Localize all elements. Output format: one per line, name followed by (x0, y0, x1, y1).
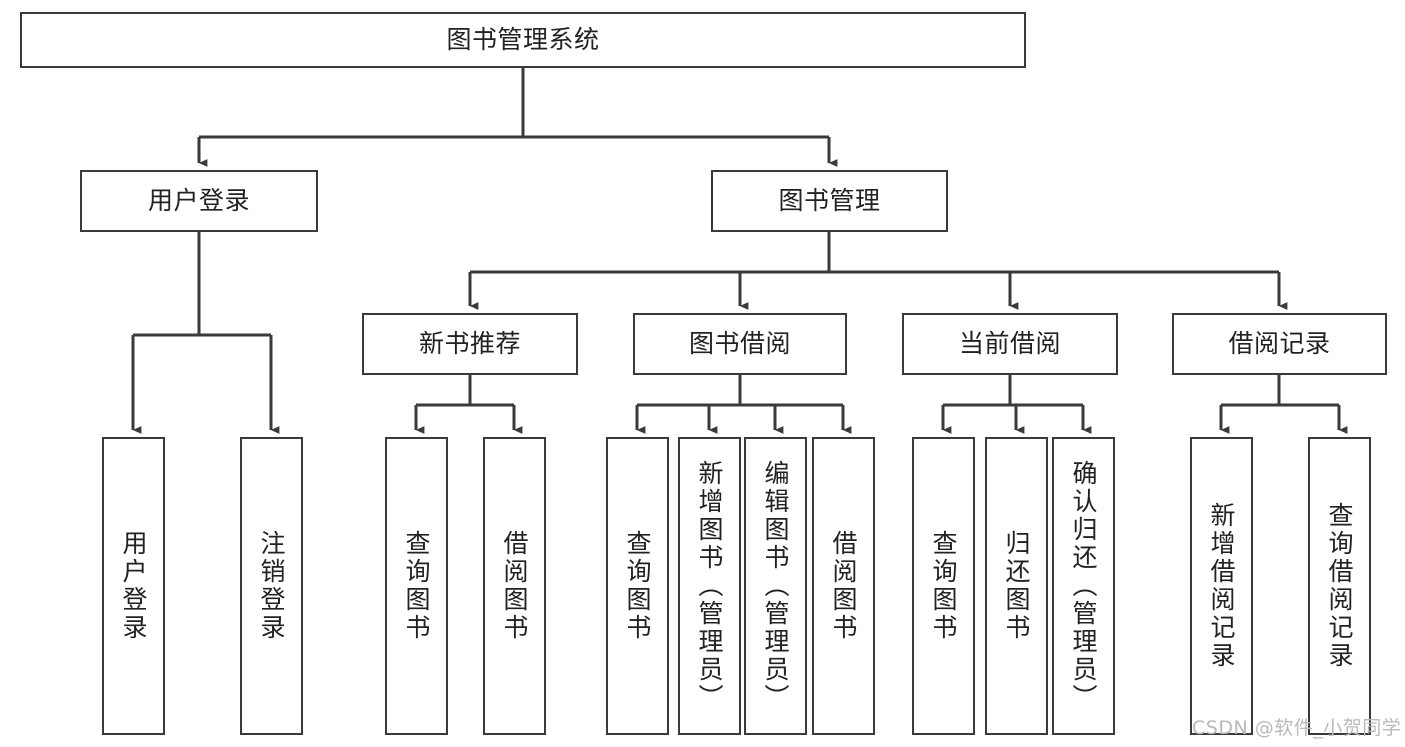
leaf-node-label: 查询图书 (929, 530, 958, 642)
node-new-book-recommend-label: 新书推荐 (418, 329, 521, 359)
leaf-node[interactable]: 编辑图书（管理员） (744, 437, 807, 735)
leaf-node[interactable]: 新增借阅记录 (1190, 437, 1253, 735)
leaf-node[interactable]: 借阅图书 (483, 437, 546, 735)
leaf-node-label: 借阅图书 (500, 530, 529, 642)
leaf-node-label: 注销登录 (257, 530, 286, 642)
csdn-watermark: CSDN @软件_小贺同学 (1192, 717, 1402, 739)
leaf-node-label: 归还图书 (1002, 530, 1031, 642)
node-user-login[interactable]: 用户登录 (80, 170, 318, 232)
leaf-node-label: 新增借阅记录 (1207, 502, 1236, 670)
node-user-login-label: 用户登录 (147, 186, 250, 216)
leaf-node-label: 新增图书（管理员） (695, 460, 724, 712)
leaf-node[interactable]: 查询图书 (385, 437, 448, 735)
node-book-management[interactable]: 图书管理 (711, 170, 948, 232)
leaf-node-label: 查询借阅记录 (1325, 502, 1354, 670)
leaf-node[interactable]: 注销登录 (240, 437, 303, 735)
leaf-node[interactable]: 归还图书 (985, 437, 1048, 735)
leaf-node[interactable]: 确认归还（管理员） (1052, 437, 1115, 735)
leaf-node[interactable]: 查询图书 (606, 437, 669, 735)
leaf-node-label: 用户登录 (119, 530, 148, 642)
node-root[interactable]: 图书管理系统 (20, 12, 1026, 68)
node-new-book-recommend[interactable]: 新书推荐 (362, 313, 578, 375)
leaf-node[interactable]: 新增图书（管理员） (678, 437, 741, 735)
leaf-node-label: 确认归还（管理员） (1069, 460, 1098, 712)
node-book-management-label: 图书管理 (778, 186, 881, 216)
leaf-node-label: 编辑图书（管理员） (761, 460, 790, 712)
node-book-borrow[interactable]: 图书借阅 (633, 313, 847, 375)
leaf-node[interactable]: 查询借阅记录 (1308, 437, 1371, 735)
leaf-node[interactable]: 查询图书 (912, 437, 975, 735)
leaf-node[interactable]: 借阅图书 (812, 437, 875, 735)
node-root-label: 图书管理系统 (446, 25, 600, 55)
leaf-node-label: 查询图书 (623, 530, 652, 642)
node-current-borrow[interactable]: 当前借阅 (902, 313, 1118, 375)
node-borrow-records-label: 借阅记录 (1228, 329, 1331, 359)
leaf-node-label: 查询图书 (402, 530, 431, 642)
leaf-node[interactable]: 用户登录 (102, 437, 165, 735)
node-book-borrow-label: 图书借阅 (688, 329, 791, 359)
node-current-borrow-label: 当前借阅 (958, 329, 1061, 359)
leaf-node-label: 借阅图书 (829, 530, 858, 642)
node-borrow-records[interactable]: 借阅记录 (1172, 313, 1387, 375)
